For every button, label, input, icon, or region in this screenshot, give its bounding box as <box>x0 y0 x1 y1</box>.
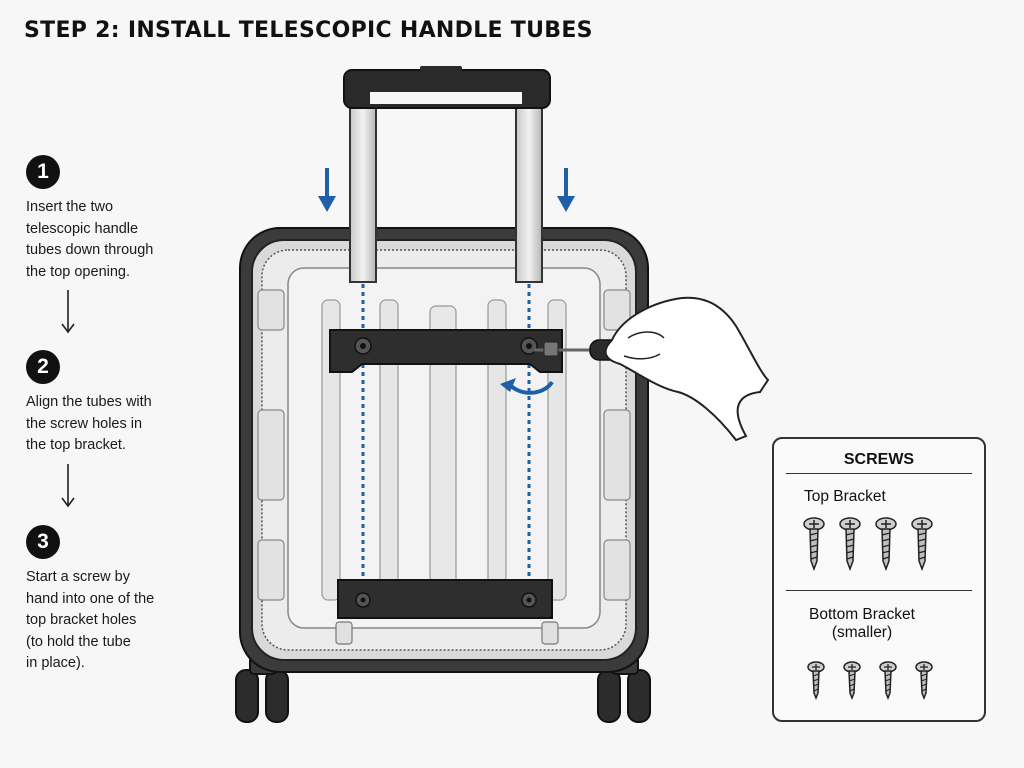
down-arrow-icon <box>61 464 75 508</box>
screw-small-icon <box>843 661 861 701</box>
telescopic-handle <box>343 66 551 283</box>
step-2: 2 Align the tubes with the screw holes i… <box>26 350 196 457</box>
screw-small-icon <box>807 661 825 701</box>
top-bracket-label: Top Bracket <box>804 488 886 505</box>
step-1-badge: 1 <box>26 155 60 189</box>
screw-icon <box>875 517 897 571</box>
rotate-arrow-icon <box>500 378 554 395</box>
screws-title: SCREWS <box>843 451 915 468</box>
wheel-left <box>235 655 289 723</box>
page-title: STEP 2: INSTALL TELESCOPIC HANDLE TUBES <box>24 18 593 43</box>
step-3-badge: 3 <box>26 525 60 559</box>
hand-icon <box>604 296 770 442</box>
step-3: 3 Start a screw by hand into one of the … <box>26 525 196 675</box>
step-1-text: Insert the two telescopic handle tubes d… <box>26 199 154 280</box>
bottom-bracket <box>337 579 553 619</box>
insert-arrow-left-icon <box>318 168 336 212</box>
step-3-text: Start a screw by hand into one of the to… <box>26 569 155 671</box>
top-bracket <box>329 329 563 373</box>
divider <box>786 590 972 591</box>
insert-arrow-right-icon <box>557 168 575 212</box>
screw-icon <box>911 517 933 571</box>
bottom-bracket-title: Bottom Bracket <box>809 606 915 623</box>
step-2-text: Align the tubes with the screw holes in … <box>26 394 152 453</box>
screw-icon <box>803 517 825 571</box>
divider <box>786 473 972 474</box>
bottom-bracket-label: Bottom Bracket (smaller) <box>804 606 920 642</box>
screw-icon <box>839 517 861 571</box>
screw-small-icon <box>879 661 897 701</box>
bottom-bracket-screws <box>804 661 948 701</box>
step-1: 1 Insert the two telescopic handle tubes… <box>26 155 196 283</box>
down-arrow-icon <box>61 290 75 334</box>
bottom-bracket-sublabel: (smaller) <box>831 624 893 641</box>
step-2-badge: 2 <box>26 350 60 384</box>
top-bracket-screws <box>800 517 944 571</box>
screw-small-icon <box>915 661 933 701</box>
screws-panel: SCREWS Top Bracket Botto <box>772 437 986 722</box>
